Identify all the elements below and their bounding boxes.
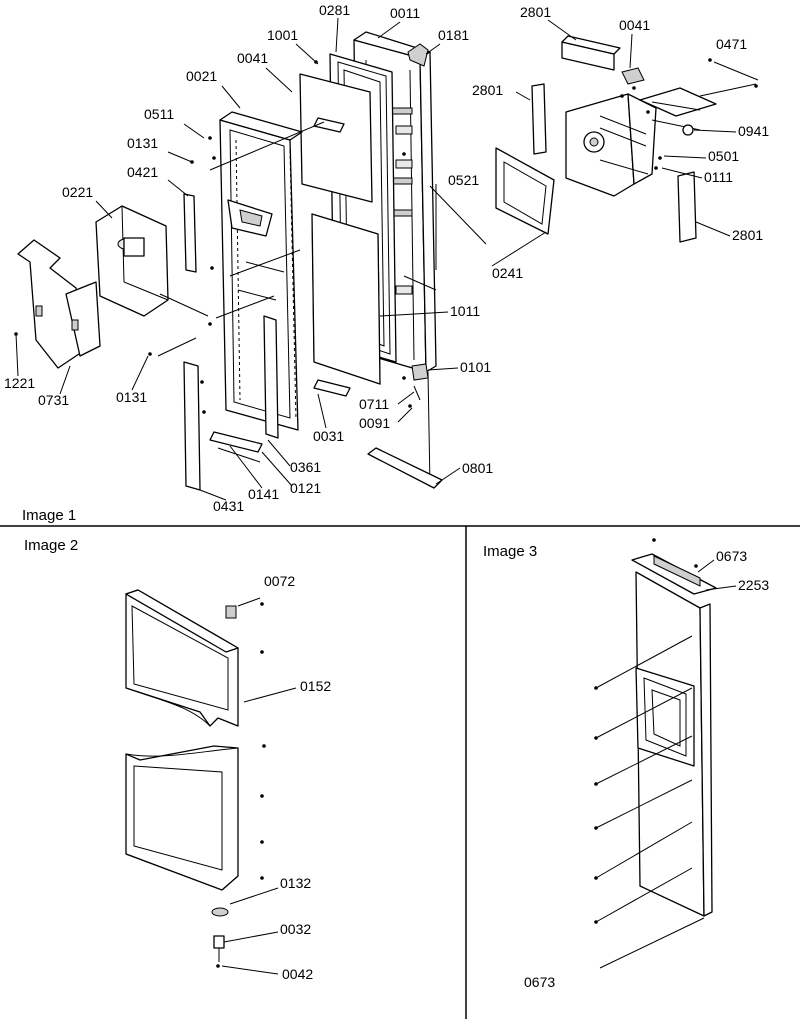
panel-1001 <box>299 73 373 203</box>
part-label: 0132 <box>280 875 311 891</box>
door-upper <box>125 589 239 727</box>
part-label: 0361 <box>290 459 321 475</box>
panel-title-image2: Image 2 <box>24 537 78 554</box>
part-label: 0673 <box>524 974 555 990</box>
part-label: 0801 <box>462 460 493 476</box>
part-label: 0511 <box>144 106 174 122</box>
part-label: 0281 <box>319 2 350 18</box>
part-label: 0041 <box>237 50 268 66</box>
part-label: 1221 <box>4 375 35 391</box>
foam-block-2801-left <box>531 83 547 155</box>
strip-0421 <box>183 193 197 273</box>
part-label: 0021 <box>186 68 217 84</box>
part-label: 0131 <box>127 135 158 151</box>
part-label: 0241 <box>492 265 523 281</box>
door-lower <box>125 745 239 891</box>
image2-drawing <box>125 589 297 975</box>
part-label: 0673 <box>716 548 747 564</box>
part-label: 0131 <box>116 389 147 405</box>
panel-title-image3: Image 3 <box>483 543 537 560</box>
part-label: 1001 <box>267 27 298 43</box>
part-label: 0221 <box>62 184 93 200</box>
foam-block-2801-right <box>677 171 697 243</box>
strip-0431 <box>183 361 201 491</box>
part-label: 0032 <box>280 921 311 937</box>
part-label: 0431 <box>213 498 244 514</box>
part-label: 0011 <box>390 5 420 21</box>
bracket-0241 <box>495 147 555 235</box>
panel-title-image1: Image 1 <box>22 507 76 524</box>
part-label: 2801 <box>732 227 763 243</box>
part-label: 0731 <box>38 392 69 408</box>
part-label: 2253 <box>738 577 769 593</box>
part-label: 0152 <box>300 678 331 694</box>
part-label: 0141 <box>248 486 279 502</box>
image1-drawing <box>14 31 759 491</box>
part-label: 0501 <box>708 148 739 164</box>
part-label: 2801 <box>520 4 551 20</box>
image3-drawing <box>594 538 737 969</box>
part-label: 0711 <box>359 396 389 412</box>
part-label: 0421 <box>127 164 158 180</box>
ice-chute-0221 <box>95 205 169 317</box>
part-label: 0091 <box>359 415 390 431</box>
part-label: 0521 <box>448 172 479 188</box>
part-label: 0031 <box>313 428 344 444</box>
part-label: 0041 <box>619 17 650 33</box>
part-label: 0101 <box>460 359 491 375</box>
part-label: 0941 <box>738 123 769 139</box>
bracket-0801 <box>367 447 443 489</box>
part-label: 2801 <box>472 82 503 98</box>
part-label: 0042 <box>282 966 313 982</box>
part-label: 0072 <box>264 573 295 589</box>
part-label: 0111 <box>704 169 733 185</box>
part-label: 0471 <box>716 36 747 52</box>
part-label: 1011 <box>450 303 480 319</box>
part-label: 0121 <box>290 480 321 496</box>
part-label: 0181 <box>438 27 469 43</box>
